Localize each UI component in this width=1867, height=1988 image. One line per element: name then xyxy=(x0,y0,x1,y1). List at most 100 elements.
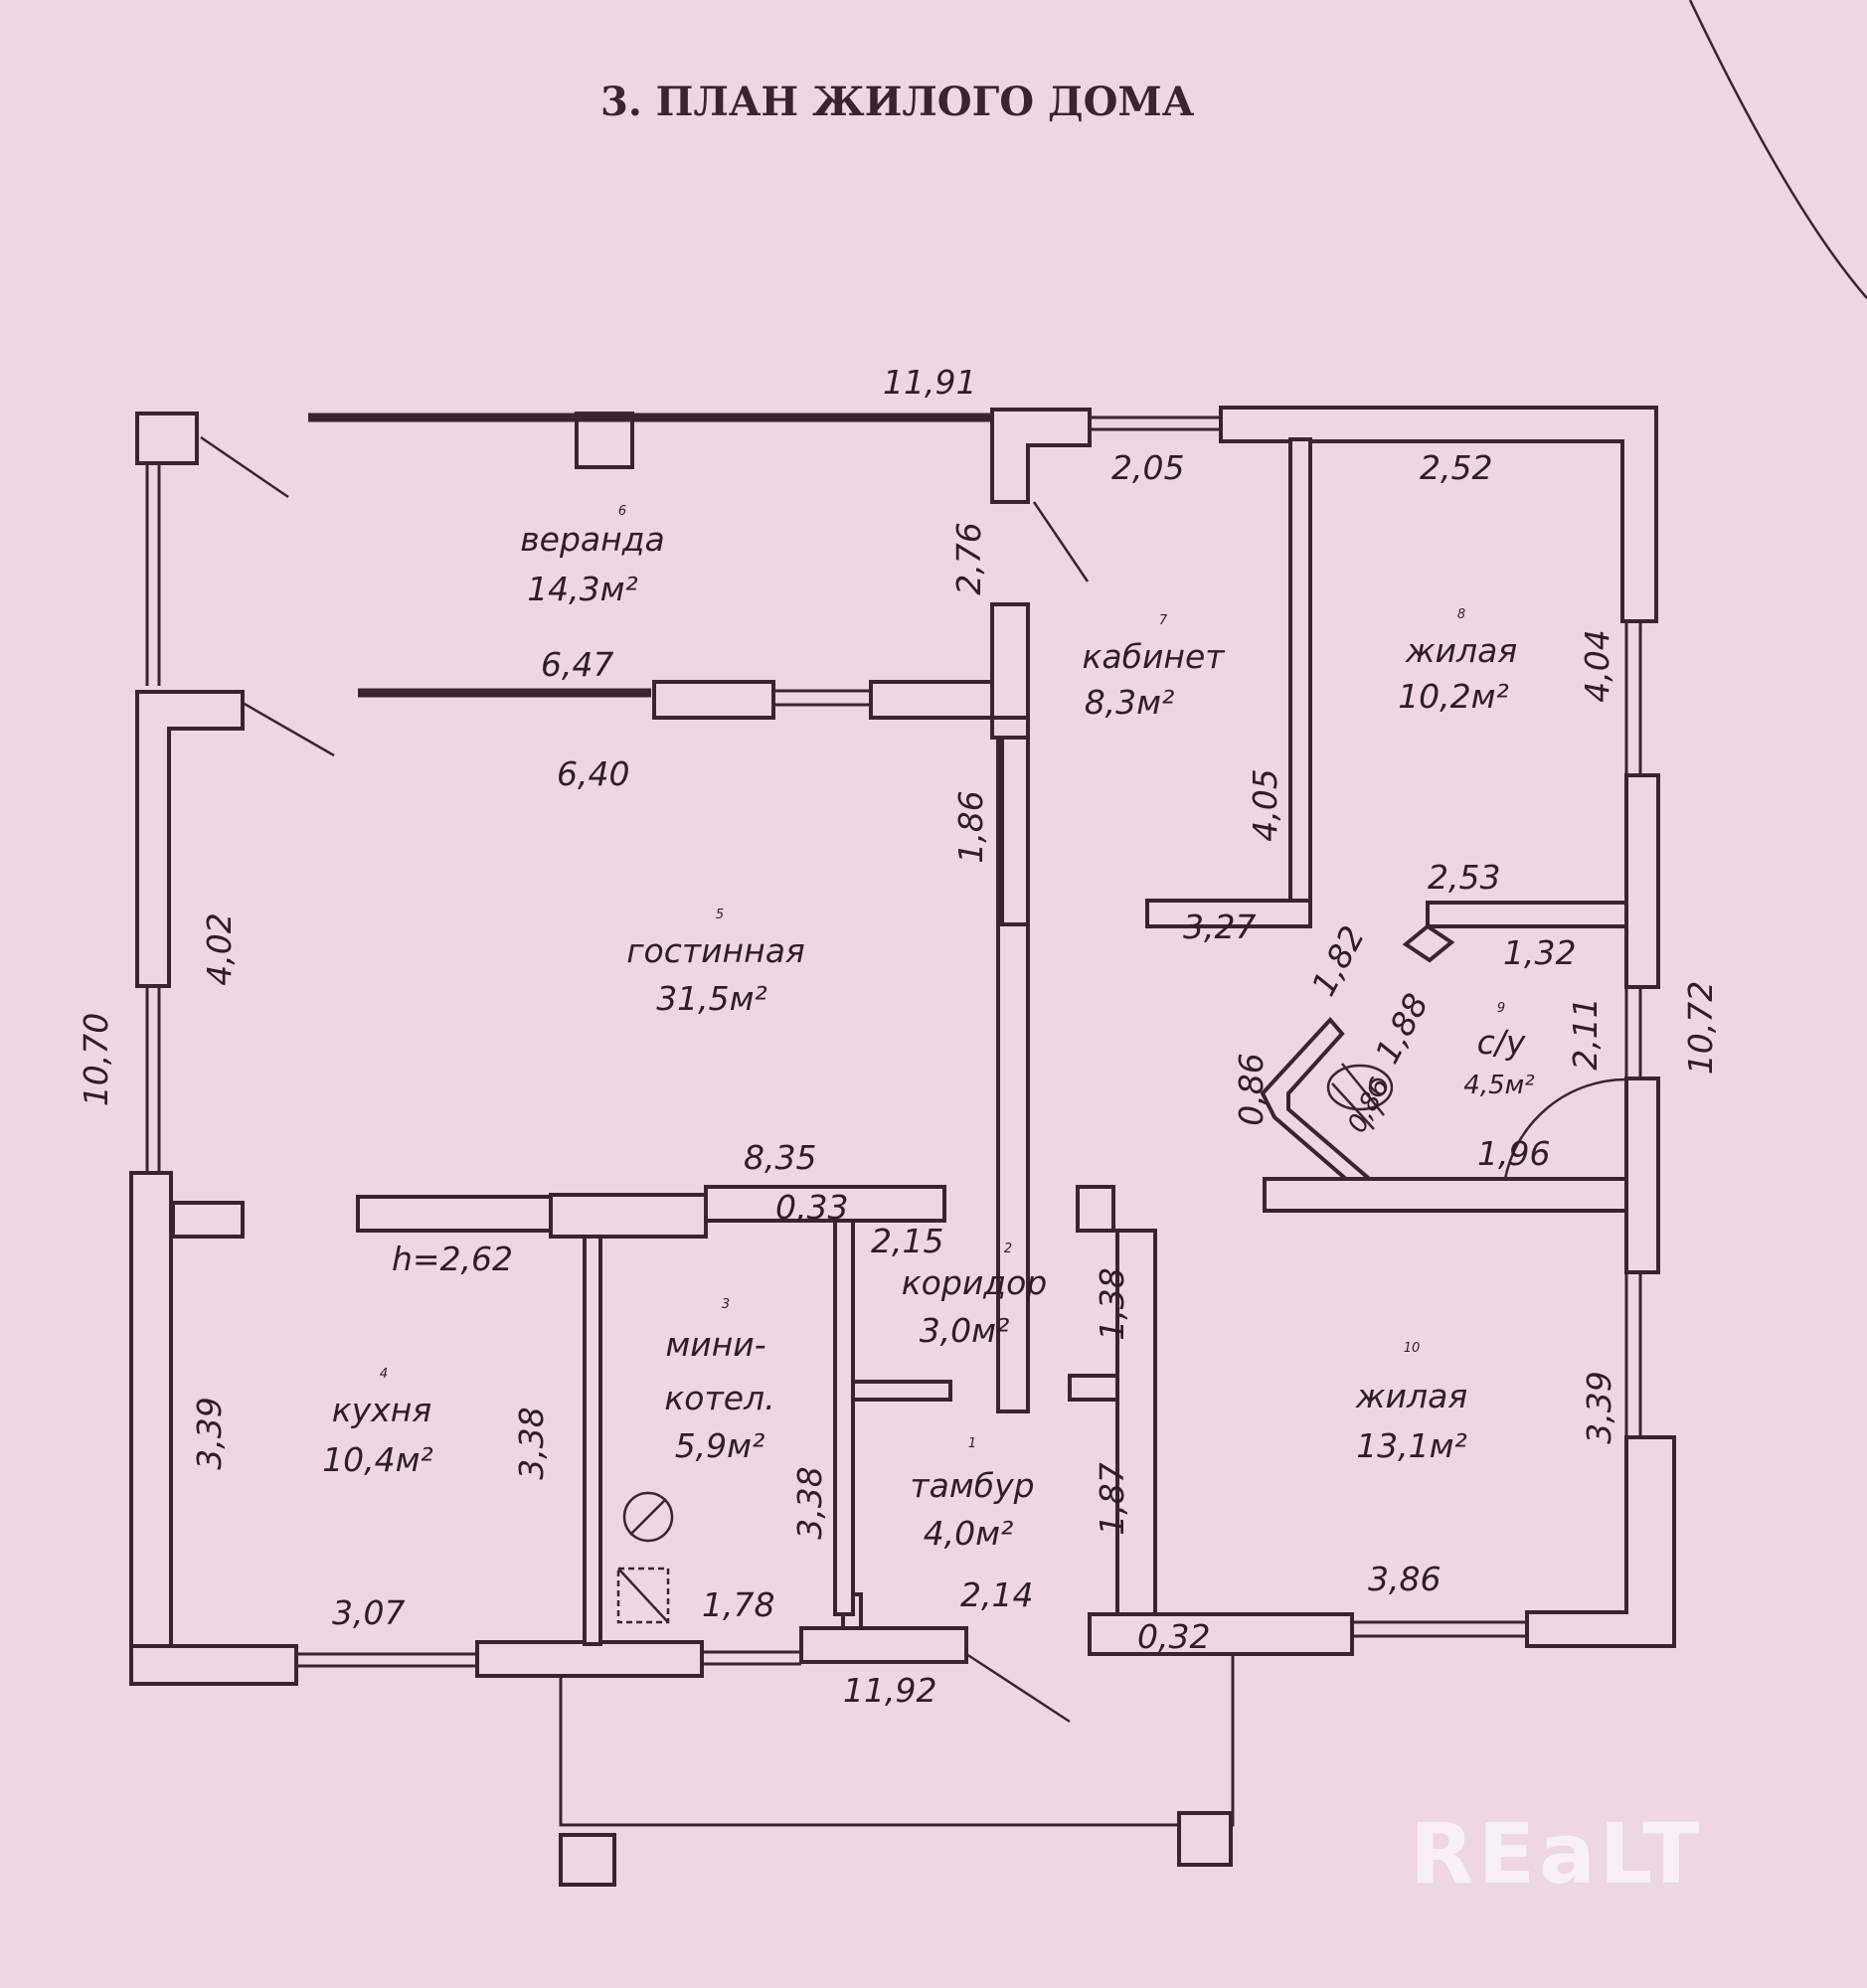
south-wall xyxy=(799,1626,968,1664)
office-west-wall xyxy=(990,602,1030,720)
dim-bedroom8-depth: 4,04 xyxy=(1578,629,1616,702)
south-wall xyxy=(475,1640,704,1678)
dim-living-top: 6,40 xyxy=(557,754,629,793)
dim-right-total: 10,72 xyxy=(1681,981,1720,1075)
toilet-icon xyxy=(1326,1064,1394,1111)
room-veranda: 6 веранда 14,3м² xyxy=(520,504,665,608)
dim-kitchen-right: 3,38 xyxy=(512,1407,551,1479)
room-number: 5 xyxy=(716,908,724,922)
room-kitchen: 4 кухня 10,4м² xyxy=(322,1367,433,1479)
north-east-wall xyxy=(1219,406,1658,623)
porch-post xyxy=(559,1833,616,1887)
dim-corridor-width: 2,15 xyxy=(871,1222,943,1260)
room-number: 10 xyxy=(1404,1341,1421,1356)
room-boiler: 3 мини- котел. 5,9м² xyxy=(664,1297,774,1465)
dim-kitchen-left: 3,39 xyxy=(190,1397,229,1469)
dim-vestibule-depth: 1,87 xyxy=(1093,1462,1131,1535)
gas-meter-icon xyxy=(616,1567,670,1624)
room-name: с/у xyxy=(1477,1023,1526,1062)
south-wall xyxy=(1088,1612,1354,1656)
room-area: 13,1м² xyxy=(1356,1426,1467,1465)
page-curl-line xyxy=(1688,0,1867,299)
veranda-post xyxy=(135,412,199,465)
plan-title: 3. ПЛАН ЖИЛОГО ДОМА xyxy=(600,79,1195,125)
dim-office-bottom: 3,27 xyxy=(1183,908,1256,946)
room-name: гостинная xyxy=(626,931,805,970)
room-bedroom-10: 10 жилая 13,1м² xyxy=(1355,1341,1467,1465)
dim-bedroom10-bottom: 3,86 xyxy=(1368,1560,1441,1598)
room-area: 4,5м² xyxy=(1463,1071,1534,1100)
dim-living-left: 4,02 xyxy=(200,912,239,985)
room-area: 10,4м² xyxy=(322,1440,433,1479)
dim-boiler-right: 3,38 xyxy=(790,1466,829,1539)
room-number: 6 xyxy=(618,504,626,519)
room-number: 2 xyxy=(1004,1242,1012,1256)
dim-corridor-depth: 1,38 xyxy=(1093,1267,1131,1340)
office-door xyxy=(1032,501,1090,582)
toilet-icon xyxy=(1368,1077,1388,1097)
bath-corner xyxy=(1402,923,1455,963)
vestibule-partition xyxy=(851,1380,952,1402)
bath-diagonal-wall xyxy=(1260,1016,1378,1196)
dim-partition-total: 8,35 xyxy=(744,1138,816,1177)
kitchen-boiler-partition xyxy=(583,1235,602,1646)
veranda-door xyxy=(200,435,289,499)
room-number: 8 xyxy=(1457,607,1465,622)
dim-bedroom8-width: 2,52 xyxy=(1420,448,1492,487)
boiler-icon xyxy=(622,1491,674,1543)
room-number: 7 xyxy=(1159,613,1168,628)
room-name: мини- xyxy=(665,1325,765,1364)
dim-bath-inner: 0,86 xyxy=(1342,1074,1396,1138)
room-area: 4,0м² xyxy=(924,1514,1014,1553)
dim-boiler-bottom: 1,78 xyxy=(702,1585,774,1624)
bedroom10-west-wall xyxy=(1115,1229,1157,1616)
room-name: жилая xyxy=(1405,631,1517,670)
office-east-wall xyxy=(1288,437,1312,928)
boiler-east-wall xyxy=(833,1219,855,1616)
dim-bath-side: 0,86 xyxy=(1232,1053,1271,1125)
dim-kitchen-bottom: 3,07 xyxy=(332,1593,405,1632)
living-partition xyxy=(1000,736,1030,926)
room-name-line2: котел. xyxy=(664,1379,774,1417)
room-area: 3,0м² xyxy=(920,1311,1010,1350)
dim-bath-bottom: 1,96 xyxy=(1477,1134,1550,1173)
dim-vestibule-bottom: 2,14 xyxy=(960,1575,1033,1614)
dim-left-total: 10,70 xyxy=(77,1013,115,1106)
dim-living-right: 1,86 xyxy=(951,790,990,863)
east-wall xyxy=(1624,1077,1660,1274)
room-area: 14,3м² xyxy=(527,570,638,608)
room-number: 3 xyxy=(722,1297,730,1312)
dim-bedroom10-right: 3,39 xyxy=(1580,1371,1618,1443)
bedroom10-door-jamb xyxy=(1068,1374,1119,1402)
dim-office-width: 2,05 xyxy=(1111,448,1184,487)
porch-post xyxy=(1177,1811,1233,1867)
dim-bath-top-right: 1,32 xyxy=(1503,933,1576,972)
bath-fixture-line xyxy=(1341,1063,1385,1116)
room-bedroom-8: 8 жилая 10,2м² xyxy=(1398,607,1517,716)
dim-ceiling-height: h=2,62 xyxy=(392,1240,513,1278)
room-name: кабинет xyxy=(1082,637,1226,676)
room-area: 5,9м² xyxy=(675,1426,765,1465)
dimension-labels: 11,91 6,47 6,40 2,05 2,52 3,27 2,53 1,32… xyxy=(77,363,1720,1710)
corridor-north-wall xyxy=(704,1185,946,1223)
bath-north-wall xyxy=(1426,901,1628,928)
room-living: 5 гостинная 31,5м² xyxy=(626,908,805,1018)
dim-office-depth: 4,05 xyxy=(1246,768,1284,841)
dim-bath-right: 2,11 xyxy=(1566,997,1605,1070)
room-name: кухня xyxy=(332,1391,431,1429)
room-area: 31,5м² xyxy=(656,979,767,1018)
dim-bath-diag2: 1,88 xyxy=(1367,987,1436,1070)
east-wall xyxy=(1624,773,1660,989)
dim-veranda-depth: 2,76 xyxy=(949,522,988,594)
dim-veranda-inner: 6,47 xyxy=(541,645,613,684)
dim-bath-top: 2,53 xyxy=(1428,858,1500,897)
room-name: веранда xyxy=(520,520,665,559)
dim-bath-diag1: 1,82 xyxy=(1303,919,1372,1002)
room-name: жилая xyxy=(1355,1377,1467,1415)
room-bathroom: 9 с/у 4,5м² xyxy=(1463,1001,1534,1100)
west-wall-lower xyxy=(129,1171,173,1686)
kitchen-north-wall xyxy=(356,1195,553,1233)
dim-top-total: 11,91 xyxy=(883,363,976,402)
